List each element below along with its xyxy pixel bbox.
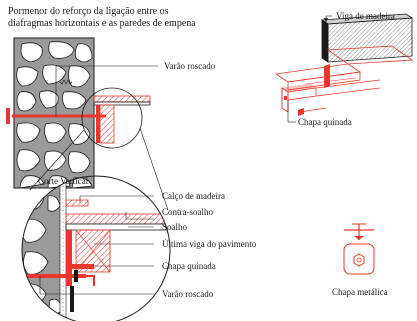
label-varao-roscado-detail: Varão roscado [162,289,214,299]
threaded-rod-section [6,79,106,124]
label-chapa-quinada-detail: Chapa quinada [162,261,216,271]
enlarged-detail [21,175,171,321]
label-viga-de-madeira: Viga de madeira [336,11,395,21]
label-contra-soalho: Contra-soalho [162,207,213,217]
label-chapa-metalica: Chapa metálica [332,287,388,297]
isometric-beam-view [274,13,414,116]
label-corte-vertical: Corte Vertical [38,176,89,186]
label-soalho: Soalho [162,222,188,232]
callout-connector-left [29,129,85,191]
label-varao-roscado-top: Varão roscado [164,61,216,71]
callout-connector-right [139,127,169,211]
detail-callout-circle [81,87,143,149]
detail-leaders [39,195,154,295]
stone-wall-section [13,37,95,189]
metal-plate-detail [343,223,375,275]
title-line-2: diafragmas horizontais e as paredes de e… [8,18,196,29]
label-chapa-quinada-iso: Chapa quinada [298,117,352,127]
label-calco-de-madeira: Calço de madeira [162,191,225,201]
label-ultima-viga: Última viga do pavimento [162,239,257,249]
title-line-1: Pormenor do reforço da ligação entre os [8,6,169,17]
